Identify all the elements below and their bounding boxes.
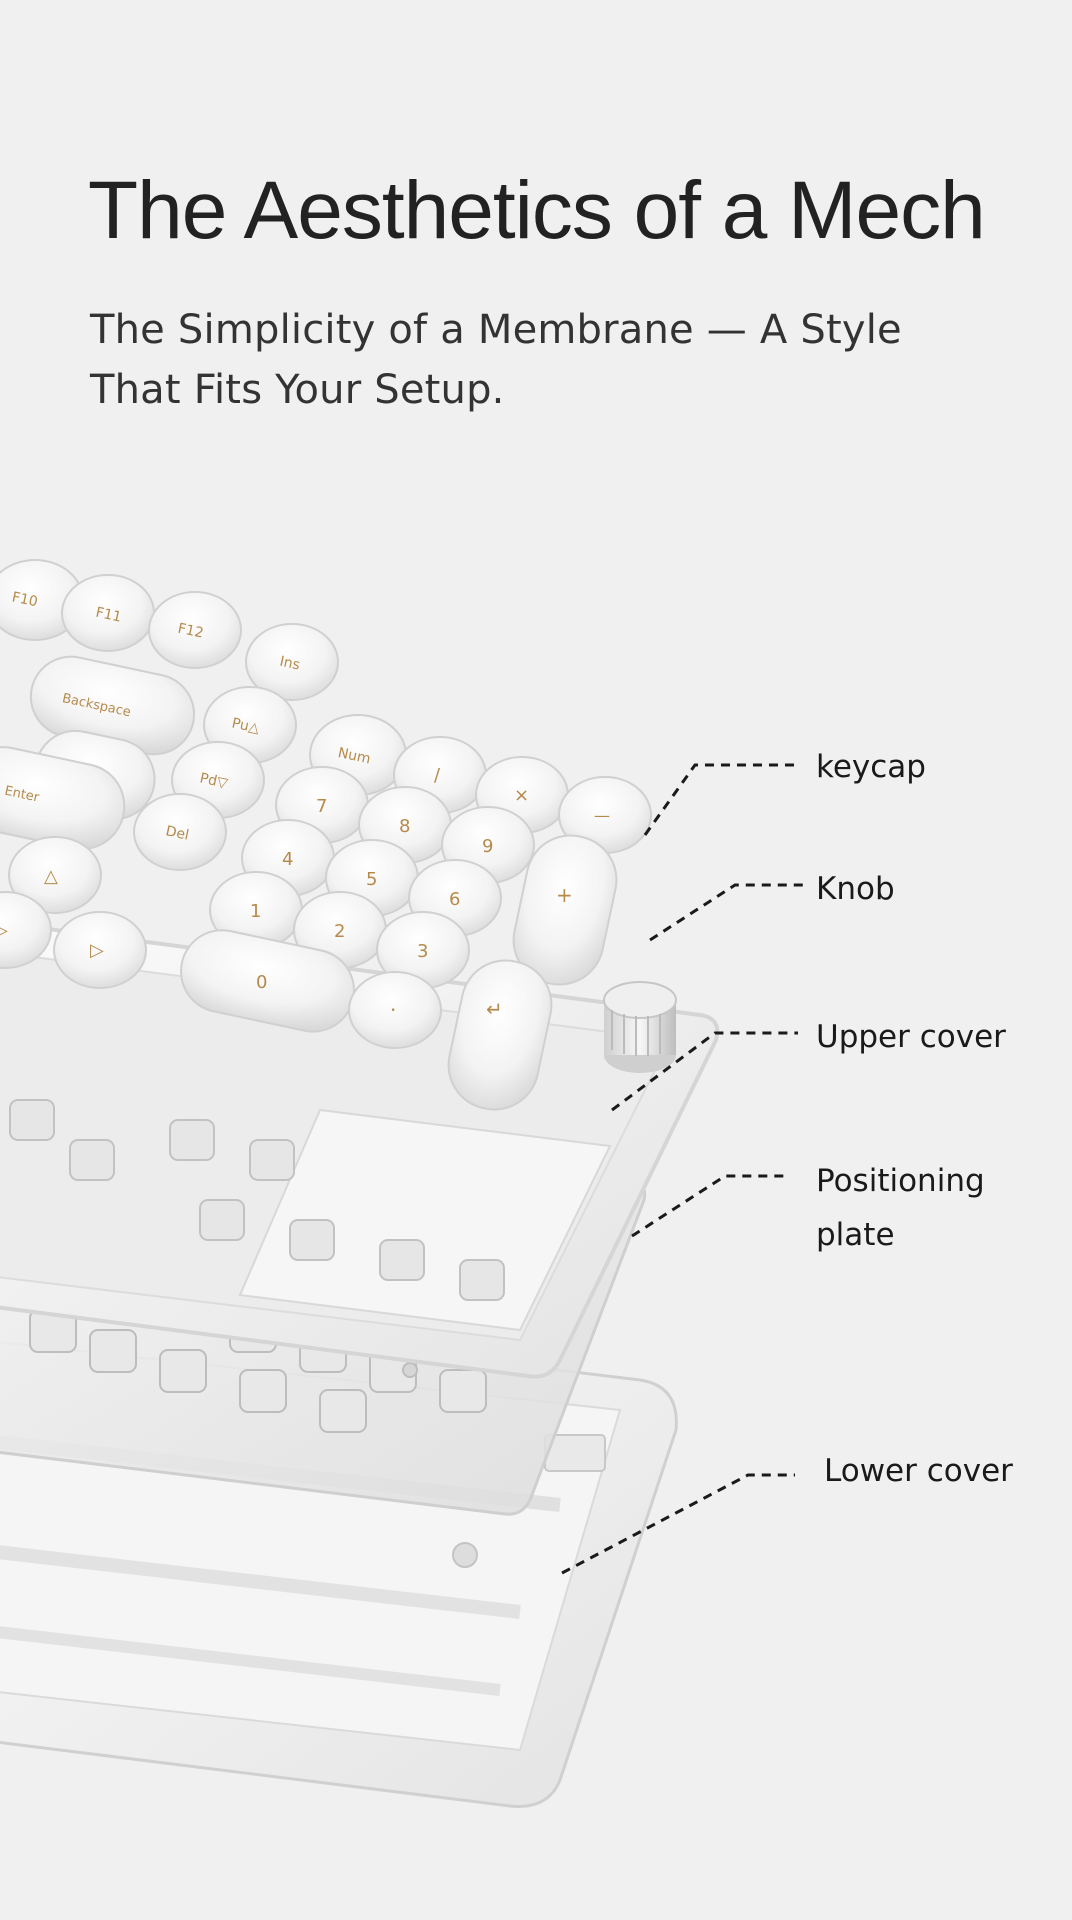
key-legend-ins: Ins (278, 654, 301, 674)
callout-line-upper-cover (611, 1031, 798, 1112)
key-legend-5: 5 (366, 869, 377, 890)
callout-label-positioning-plate: Positioning plate (816, 1154, 985, 1262)
key-legend-right: ▷ (90, 940, 104, 961)
key-legend-0: 0 (256, 972, 267, 993)
key-legend-up: △ (44, 866, 58, 887)
key-legend-minus: — (594, 806, 610, 825)
page-subtitle-line-1: The Simplicity of a Membrane — A Style (90, 307, 902, 353)
volume-knob (603, 981, 677, 1073)
key-legend-3: 3 (417, 941, 428, 962)
callout-line-knob (649, 883, 805, 942)
key-legend-pgdn: Pd▽ (198, 770, 229, 792)
key-left: ▷ (0, 891, 52, 969)
key-legend-left: ▷ (0, 920, 8, 941)
exploded-keyboard-illustration: F10 F11 F12 Ins Backspace Pu△ | (0, 559, 805, 1808)
page-subtitle: The Simplicity of a Membrane — A Style T… (90, 300, 990, 420)
key-legend-del: Del (164, 823, 190, 843)
key-legend-numpad-enter: ↵ (486, 997, 503, 1021)
key-enter: Enter (0, 746, 126, 850)
key-legend-7: 7 (316, 796, 327, 817)
key-legend-8: 8 (399, 816, 410, 837)
page-subtitle-line-2: That Fits Your Setup. (90, 367, 505, 413)
key-plus: + (512, 834, 618, 986)
key-ins: Ins (245, 623, 339, 701)
key-legend-9: 9 (482, 836, 493, 857)
key-legend-f11: F11 (94, 605, 123, 626)
key-legend-1: 1 (250, 901, 261, 922)
keycap-layer: F10 F11 F12 Ins Backspace Pu△ | (0, 559, 652, 1111)
callout-label-lower-cover: Lower cover (824, 1453, 1013, 1489)
callout-label-upper-cover: Upper cover (816, 1019, 1006, 1055)
key-legend-pgup: Pu△ (230, 715, 261, 736)
key-legend-plus: + (556, 883, 573, 907)
callout-lines (561, 763, 805, 1575)
callout-label-positioning-plate-line-1: Positioning (816, 1163, 985, 1199)
callout-label-positioning-plate-line-2: plate (816, 1217, 895, 1253)
callout-line-positioning-plate (631, 1174, 790, 1238)
key-legend-f12: F12 (176, 621, 205, 642)
key-legend-6: 6 (449, 889, 460, 910)
key-legend-slash: / (434, 765, 441, 786)
callout-line-lower-cover (561, 1473, 795, 1575)
page-title: The Aesthetics of a Mech (88, 165, 986, 256)
callout-label-keycap: keycap (816, 749, 926, 785)
key-legend-2: 2 (334, 921, 345, 942)
key-f11: F11 (61, 574, 155, 652)
key-right: ▷ (53, 911, 147, 989)
key-legend-dot: · (390, 998, 396, 1022)
key-numpad-enter: ↵ (447, 959, 553, 1111)
key-del: Del (133, 793, 227, 871)
key-minus: — (558, 776, 652, 854)
key-legend-f10: F10 (10, 589, 39, 610)
key-legend-enter: Enter (3, 784, 41, 806)
callout-line-keycap (643, 763, 795, 836)
key-legend-4: 4 (282, 849, 293, 870)
key-dot: · (348, 971, 442, 1049)
key-legend-asterisk: × (514, 785, 529, 806)
callout-label-knob: Knob (816, 871, 895, 907)
key-up: △ (8, 836, 102, 914)
upper-switches (9, 1099, 505, 1301)
key-legend-num: Num (336, 745, 372, 768)
key-f12: F12 (148, 591, 242, 669)
